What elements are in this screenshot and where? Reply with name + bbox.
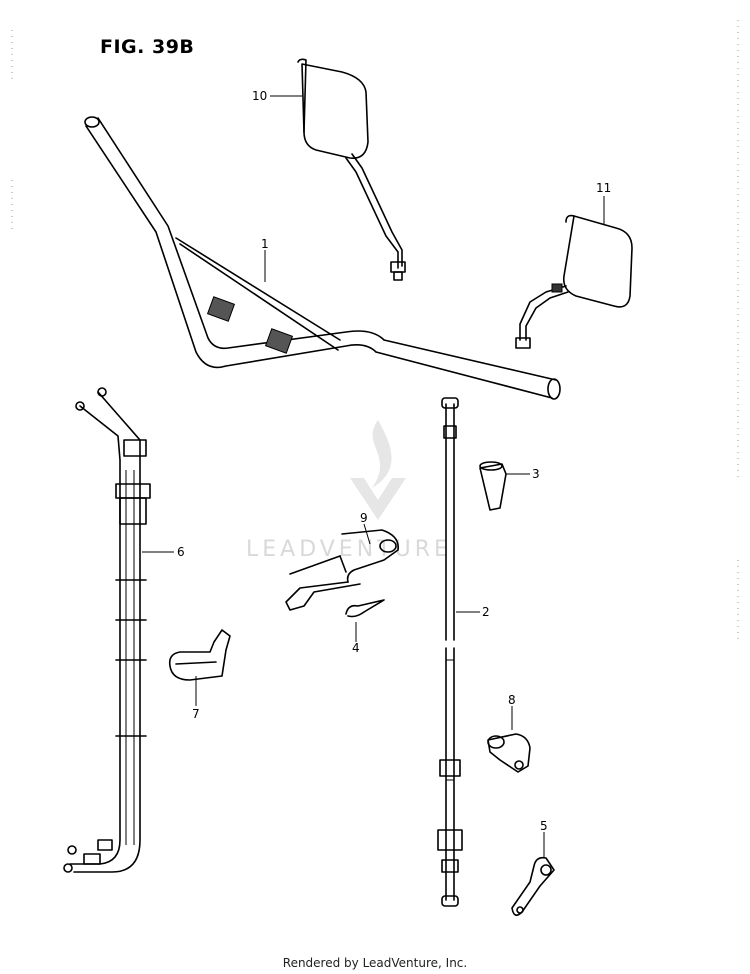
callout-1: 1 [261, 237, 269, 251]
part-2-clutch-cable[interactable] [437, 397, 463, 907]
part-3-boot[interactable] [479, 461, 507, 511]
callout-4: 4 [352, 641, 360, 655]
leader-lines [142, 95, 605, 858]
scan-edge-marks [11, 20, 739, 640]
part-6-throttle-cable[interactable] [63, 387, 151, 873]
callout-11: 11 [596, 181, 611, 195]
part-8-lever-holder[interactable] [487, 733, 531, 773]
watermark-logo: LEADVENTURE [246, 420, 452, 562]
callouts: 10 1 11 3 2 6 9 4 7 8 5 [177, 89, 611, 833]
footer-credit: Rendered by LeadVenture, Inc. [282, 956, 468, 970]
part-1-handlebar[interactable] [84, 116, 561, 400]
part-9-bracket[interactable] [285, 529, 399, 611]
callout-3: 3 [532, 467, 540, 481]
figure-title: FIG. 39B [100, 36, 195, 58]
part-11-mirror-right[interactable] [515, 214, 633, 349]
callout-2: 2 [482, 605, 490, 619]
part-5-lever[interactable] [511, 856, 555, 916]
callout-5: 5 [540, 819, 548, 833]
watermark-text: LEADVENTURE [246, 537, 452, 562]
callout-9: 9 [360, 511, 368, 525]
part-4-clip[interactable] [345, 599, 385, 618]
part-10-mirror-left[interactable] [297, 58, 406, 281]
callout-6: 6 [177, 545, 185, 559]
callout-7: 7 [192, 707, 200, 721]
part-7-holder[interactable] [168, 629, 231, 681]
callout-10: 10 [252, 89, 267, 103]
callout-8: 8 [508, 693, 516, 707]
